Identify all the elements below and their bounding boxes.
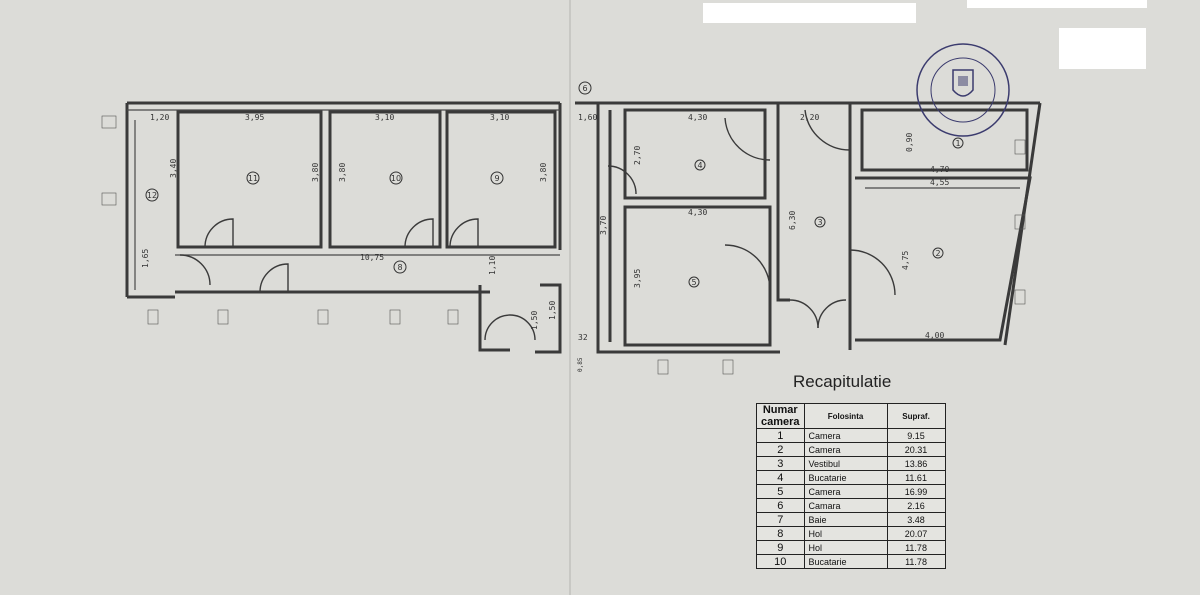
table-cell: Hol bbox=[803, 526, 888, 541]
dim-label: 2,70 bbox=[633, 146, 642, 165]
dim-label: 3,95 bbox=[245, 113, 264, 122]
table-cell: 9.15 bbox=[886, 428, 946, 443]
room-number-4: 4 bbox=[697, 161, 702, 170]
table-cell: 20.07 bbox=[886, 526, 946, 541]
dim-label: 1,65 bbox=[141, 249, 150, 268]
dim-label: 1,60 bbox=[578, 113, 597, 122]
dim-label: 1,20 bbox=[150, 113, 169, 122]
dim-label: 1,10 bbox=[488, 256, 497, 275]
table-cell: Camera bbox=[803, 442, 888, 457]
room-number-8: 8 bbox=[397, 263, 402, 272]
table-cell: 3 bbox=[756, 456, 805, 471]
room-numbers: 1 2 3 4 5 6 8 9 10 11 12 bbox=[145, 81, 964, 288]
dim-label: 10,75 bbox=[360, 253, 384, 262]
table-cell: 5 bbox=[756, 484, 805, 499]
right-building-walls bbox=[575, 101, 1042, 354]
column-header: Folosinta bbox=[803, 403, 888, 429]
table-cell: 20.31 bbox=[886, 442, 946, 457]
table-cell: 3.48 bbox=[886, 512, 946, 527]
room-number-2: 2 bbox=[935, 249, 940, 258]
table-cell: 2 bbox=[756, 442, 805, 457]
table-cell: 11.78 bbox=[886, 540, 946, 555]
table-cell: Camera bbox=[803, 484, 888, 499]
column-header: Numar camera bbox=[756, 403, 805, 429]
room-number-6: 6 bbox=[582, 84, 587, 93]
dim-label: 32 bbox=[578, 333, 588, 342]
opening-marks bbox=[101, 115, 1026, 375]
dim-label: 0,90 bbox=[905, 133, 914, 152]
table-cell: 10 bbox=[756, 554, 805, 569]
cadastre-stamp bbox=[916, 43, 1010, 137]
room-number-5: 5 bbox=[691, 278, 696, 287]
room-number-10: 10 bbox=[391, 174, 401, 183]
table-cell: Bucatarie bbox=[803, 470, 888, 485]
dim-label: 1,50 bbox=[548, 301, 557, 320]
dim-label: 3,10 bbox=[490, 113, 509, 122]
room-number-11: 11 bbox=[248, 174, 258, 183]
redaction-box bbox=[1059, 28, 1146, 69]
dim-label: 3,80 bbox=[311, 163, 320, 182]
dim-label: 3,40 bbox=[169, 159, 178, 178]
room-number-9: 9 bbox=[494, 174, 499, 183]
table-cell: 13.86 bbox=[886, 456, 946, 471]
dim-label: 4,00 bbox=[925, 331, 944, 340]
redaction-box bbox=[967, 0, 1147, 8]
table-header-row: Numar camera Folosinta Supraf. bbox=[756, 403, 946, 429]
table-cell: 9 bbox=[756, 540, 805, 555]
room-number-12: 12 bbox=[147, 191, 157, 200]
dim-label: 3,70 bbox=[599, 216, 608, 235]
table-cell: 8 bbox=[756, 526, 805, 541]
dim-label: 1,50 bbox=[530, 311, 539, 330]
table-cell: Vestibul bbox=[803, 456, 888, 471]
dim-label: 3,95 bbox=[633, 269, 642, 288]
dim-label: 4,70 bbox=[930, 165, 949, 174]
table-cell: Baie bbox=[803, 512, 888, 527]
recap-title: Recapitulatie bbox=[793, 372, 892, 391]
table-cell: 11.61 bbox=[886, 470, 946, 485]
table-cell: Hol bbox=[803, 540, 888, 555]
table-cell: Camara bbox=[803, 498, 888, 513]
table-cell: 16.99 bbox=[886, 484, 946, 499]
left-building-walls bbox=[125, 101, 562, 354]
room-number-1: 1 bbox=[955, 139, 960, 148]
table-cell: 11.78 bbox=[886, 554, 946, 569]
table-cell: 7 bbox=[756, 512, 805, 527]
dim-label: 4,30 bbox=[688, 113, 707, 122]
dim-label: 6,30 bbox=[788, 211, 797, 230]
dim-label: 4,30 bbox=[688, 208, 707, 217]
dim-label: 2,20 bbox=[800, 113, 819, 122]
dim-label: 4,75 bbox=[901, 251, 910, 270]
dim-label: 3,80 bbox=[338, 163, 347, 182]
dim-label: 0,85 bbox=[577, 357, 584, 372]
room-number-3: 3 bbox=[817, 218, 822, 227]
dim-label: 3,10 bbox=[375, 113, 394, 122]
dim-label: 4,55 bbox=[930, 178, 949, 187]
redaction-box bbox=[703, 3, 916, 23]
coat-of-arms-icon bbox=[952, 69, 974, 97]
table-cell: 6 bbox=[756, 498, 805, 513]
dimension-labels: 1,20 3,95 3,10 3,10 1,60 4,30 2,20 10,75… bbox=[141, 113, 949, 372]
column-header: Supraf. bbox=[886, 403, 946, 429]
table-cell: 1 bbox=[756, 428, 805, 443]
table-cell: 4 bbox=[756, 470, 805, 485]
dim-label: 3,80 bbox=[539, 163, 548, 182]
table-cell: Camera bbox=[803, 428, 888, 443]
table-cell: 2.16 bbox=[886, 498, 946, 513]
table-cell: Bucatarie bbox=[803, 554, 888, 569]
